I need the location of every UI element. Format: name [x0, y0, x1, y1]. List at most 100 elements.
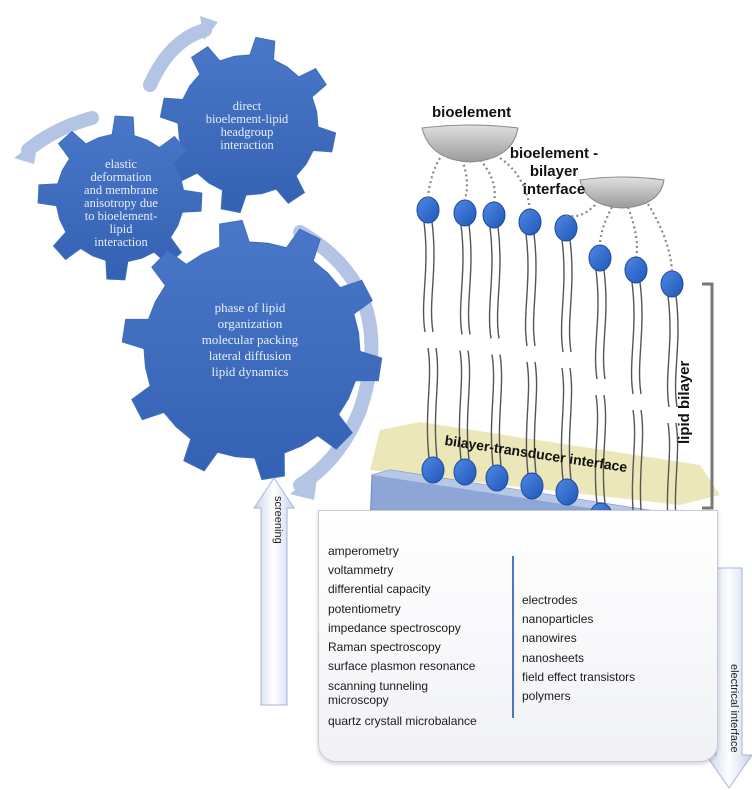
interaction-dotted-line — [426, 157, 441, 199]
gear-group — [37, 36, 383, 481]
bioelement-bilayer-interface-label: bioelement - bilayer interface — [506, 145, 602, 199]
lipid-tail — [560, 239, 565, 353]
lipid-head-bottom — [555, 478, 579, 506]
lipid-tail — [631, 409, 636, 523]
lipid-head-bottom — [421, 456, 445, 484]
lipid-tail — [434, 347, 439, 459]
gear-line: phase of lipid — [214, 300, 286, 315]
lipid-head-bottom — [485, 464, 509, 492]
arrow-head-left — [14, 140, 38, 164]
material-item: nanoparticles — [522, 612, 594, 627]
interaction-dotted-line — [499, 157, 532, 210]
lipid-tail — [458, 350, 463, 461]
lipid-tail — [490, 354, 495, 467]
lipid-tail — [560, 367, 565, 481]
lipid-tail — [524, 233, 529, 347]
gear-line: interaction — [220, 138, 274, 152]
bioelement-bowl-2 — [579, 176, 665, 209]
lipid-tail — [602, 394, 607, 505]
material-item: electrodes — [522, 593, 578, 607]
interaction-dotted-line — [479, 159, 496, 203]
interaction-dotted-line — [626, 206, 639, 258]
electrical-interface-label: electrical interface — [728, 664, 740, 753]
lipid-tail — [666, 295, 671, 408]
method-item: surface plasmon resonance — [328, 659, 476, 674]
method-item: voltammetry — [328, 563, 394, 578]
gear-direct-interaction — [159, 36, 337, 214]
gear-line: molecular packing — [201, 332, 299, 347]
gear-text-elastic-deformation: elastic deformation and membrane anisotr… — [66, 158, 176, 249]
screening-arrow — [253, 477, 295, 706]
lipid-tail — [568, 239, 573, 353]
gear-line: deformation — [90, 170, 152, 184]
interaction-dotted-line — [565, 204, 596, 218]
list-divider — [512, 556, 514, 718]
gear-lipid-organization — [121, 219, 383, 481]
material-item: nanowires — [522, 631, 577, 646]
gear-line: organization — [217, 316, 283, 331]
methods-materials-panel — [318, 510, 718, 762]
method-item: Raman spectroscopy — [328, 639, 441, 654]
gear-line: lateral diffusion — [208, 348, 292, 363]
lipid-tail — [532, 233, 537, 347]
interaction-dotted-line — [598, 206, 613, 246]
method-item: quartz crystall microbalance — [328, 714, 477, 729]
lipid-head-top — [554, 214, 578, 242]
methods-list: amperometry voltammetry differential cap… — [328, 542, 508, 732]
lipid-head-top — [453, 199, 477, 227]
lipid-head-top — [416, 196, 440, 224]
method-item: potentiometry — [328, 601, 401, 616]
lipid-tail — [525, 361, 530, 475]
interface-label-line: bilayer — [529, 163, 579, 180]
gear-line: headgroup — [220, 125, 274, 139]
lipid-tail — [638, 281, 643, 395]
lipid-tail — [498, 354, 503, 467]
bioelement-bowl-1 — [421, 124, 519, 163]
material-item: nanosheets — [522, 650, 585, 665]
lipid-tail — [630, 281, 635, 395]
lipid-tail — [533, 361, 538, 475]
bioelement-shapes — [421, 124, 665, 209]
method-item: impedance spectroscopy — [328, 620, 461, 635]
interaction-dotted-line — [460, 159, 469, 201]
lipid-bilayer-label: lipid bilayer — [676, 360, 693, 444]
gear-text-lipid-organization: phase of lipid organization molecular pa… — [180, 300, 320, 380]
interface-label-line: interface — [522, 181, 586, 198]
lipid-tail — [488, 226, 493, 339]
material-item: field effect transistors — [522, 669, 636, 684]
gear-line: bioelement-lipid — [205, 112, 289, 126]
bilayer-bracket — [702, 282, 714, 510]
screening-label: screening — [272, 496, 284, 544]
lipid-tail — [594, 394, 599, 505]
materials-list: electrodes nanoparticles nanowires nanos… — [522, 591, 635, 706]
lipid-head-top — [518, 208, 542, 236]
gear-line: direct — [232, 99, 262, 113]
gear-line: anisotropy due — [84, 196, 158, 210]
interface-label-line: bioelement - — [509, 145, 599, 162]
arrow-head-bottom — [290, 472, 318, 500]
lipid-tail — [568, 367, 573, 481]
lipid-tail — [422, 221, 427, 333]
lipid-tail — [496, 226, 501, 339]
interaction-dotted-line — [647, 203, 674, 272]
lipid-tail — [602, 269, 607, 380]
lipid-head-top — [660, 270, 684, 298]
lipid-tail — [467, 224, 472, 335]
method-item: amperometry — [328, 544, 399, 558]
lipid-tail — [466, 350, 471, 461]
gear-line: to bioelement- — [84, 209, 158, 223]
arrow-head-top — [200, 16, 218, 40]
lipid-tail — [430, 221, 435, 333]
gear-line: interaction — [94, 235, 148, 249]
gear-line: elastic — [105, 157, 137, 171]
gear-text-direct-interaction: direct bioelement-lipid headgroup intera… — [192, 100, 302, 152]
gear-line: and membrane — [84, 183, 158, 197]
lipid-head-top — [588, 244, 612, 272]
material-item: polymers — [522, 688, 571, 703]
lipid-tail — [639, 409, 644, 523]
lipid-head-bottom — [453, 458, 477, 486]
lipid-tail — [426, 347, 431, 459]
method-item: differential capacity — [328, 582, 431, 597]
gear-elastic-deformation — [37, 115, 203, 281]
